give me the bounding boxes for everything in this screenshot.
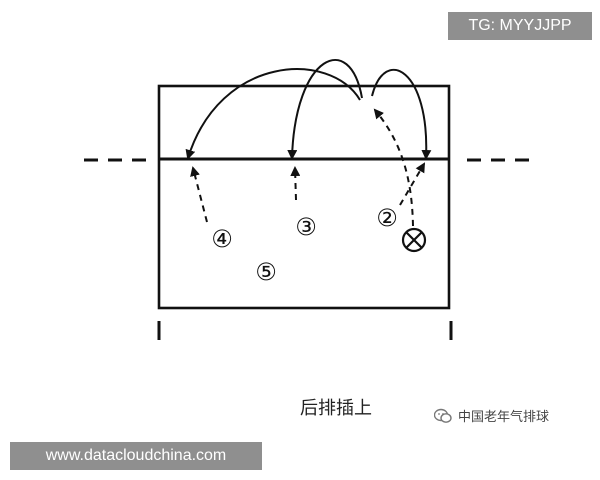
dashed-arrow-2 xyxy=(399,162,426,206)
court-boundary xyxy=(157,84,451,310)
player-3: ③ xyxy=(295,213,317,241)
dashed-arrow-4 xyxy=(190,166,208,223)
dashed-arrow-3 xyxy=(290,166,301,201)
wechat-source-label: 中国老年气排球 xyxy=(458,410,550,425)
player-4: ④ xyxy=(211,225,233,253)
setter-symbol xyxy=(401,227,427,253)
player-5: ⑤ xyxy=(255,258,277,286)
wechat-source: 中国老年气排球 xyxy=(434,406,549,425)
arrow-curve-to-right xyxy=(371,68,432,160)
arrow-curve-to-middle xyxy=(287,58,363,160)
arrow-curve-to-left xyxy=(185,68,361,160)
player-2: ② xyxy=(376,204,398,232)
dashed-arrow-setter xyxy=(373,108,414,227)
watermark-bottom: www.datacloudchina.com xyxy=(10,442,262,470)
diagram-caption: 后排插上 xyxy=(300,398,372,419)
wechat-icon xyxy=(434,408,452,423)
watermark-top: TG: MYYJJPP xyxy=(448,12,592,40)
